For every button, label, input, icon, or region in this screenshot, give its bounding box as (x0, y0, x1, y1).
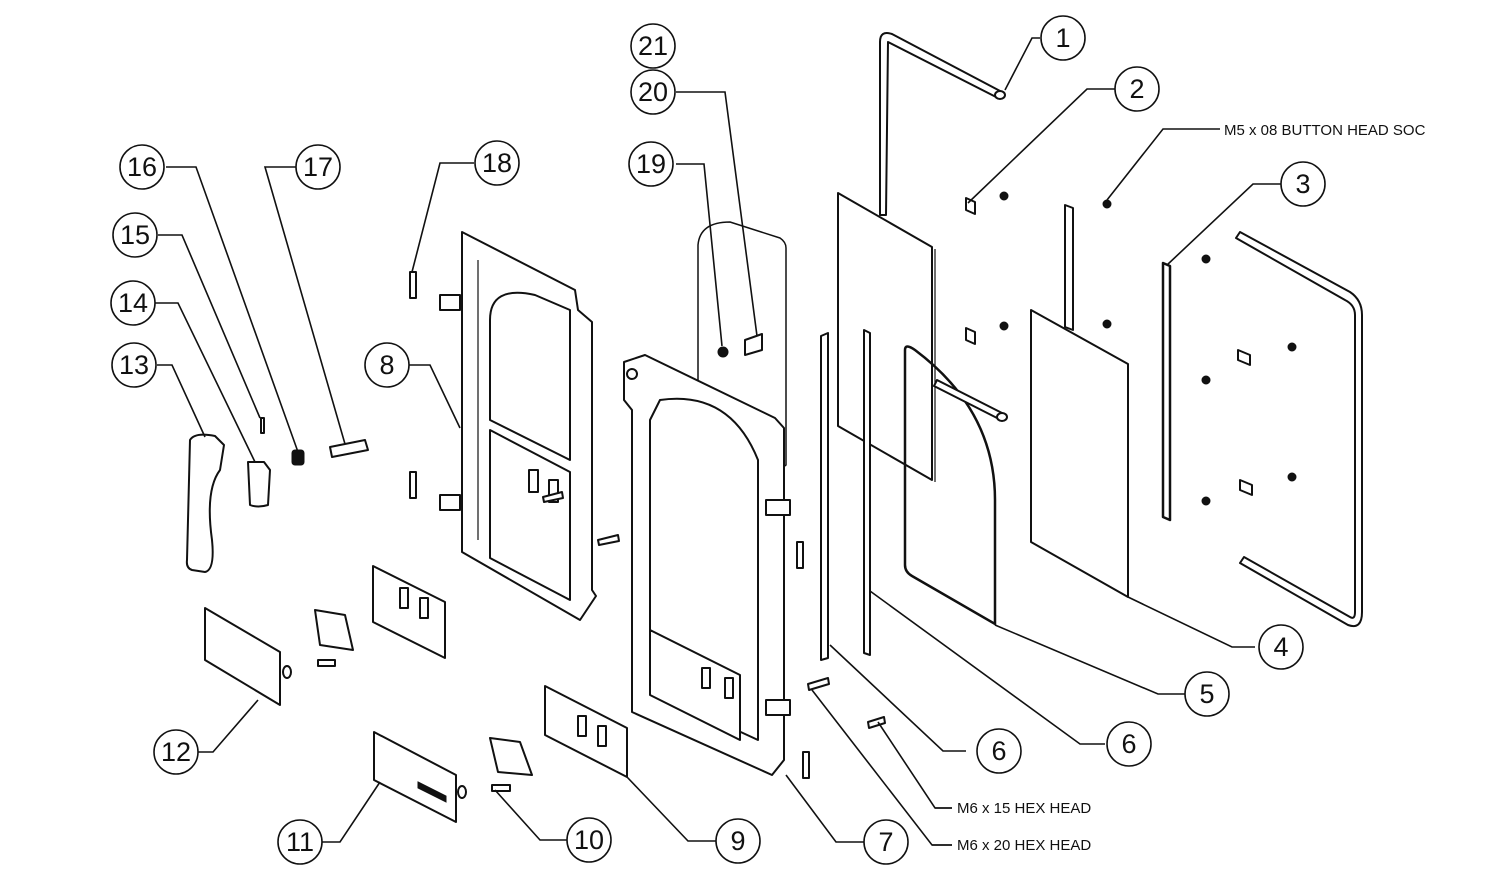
balloon-5: 5 (1184, 671, 1230, 717)
balloon-9: 9 (715, 818, 761, 864)
balloon-14: 14 (110, 280, 156, 326)
svg-text:4: 4 (1273, 632, 1288, 662)
balloon-21: 21 (630, 23, 676, 69)
note-m6x20-hex-head: M6 x 20 HEX HEAD (957, 837, 1091, 854)
balloon-19: 19 (628, 141, 674, 187)
air-control-plate-upper (372, 565, 446, 659)
balloon-20: 20 (630, 69, 676, 115)
balloon-15: 15 (112, 212, 158, 258)
svg-text:10: 10 (574, 825, 604, 855)
spring (291, 449, 305, 466)
balloon-3: 3 (1280, 161, 1326, 207)
handle-pin (329, 439, 369, 458)
svg-text:2: 2 (1129, 74, 1144, 104)
svg-text:13: 13 (119, 350, 149, 380)
svg-text:17: 17 (303, 152, 333, 182)
balloon-17: 17 (295, 144, 341, 190)
handle-latch (247, 461, 271, 508)
svg-text:21: 21 (638, 31, 668, 61)
vertical-strip-center (1064, 204, 1074, 331)
side-strip (1161, 261, 1172, 522)
svg-text:6: 6 (1121, 729, 1136, 759)
balloon-16: 16 (119, 144, 165, 190)
balloon-6a: 6 (976, 728, 1022, 774)
air-slider-upper (314, 609, 354, 667)
balloon-2: 2 (1114, 66, 1160, 112)
rope-seal-top (879, 32, 1006, 216)
svg-text:11: 11 (286, 827, 314, 857)
svg-text:3: 3 (1295, 169, 1310, 199)
svg-text:19: 19 (636, 149, 666, 179)
air-control-cover-branded (373, 731, 467, 823)
rope-seal-outer (1235, 231, 1363, 628)
svg-text:7: 7 (878, 827, 893, 857)
arched-glass-seal (903, 345, 1008, 627)
balloon-10: 10 (566, 817, 612, 863)
door-handle (185, 433, 225, 573)
svg-text:18: 18 (482, 148, 512, 178)
svg-text:5: 5 (1199, 679, 1214, 709)
balloon-4: 4 (1258, 624, 1304, 670)
svg-text:20: 20 (638, 77, 668, 107)
glass-strip-left (820, 332, 829, 661)
svg-text:16: 16 (127, 152, 157, 182)
glass-panel-left (837, 192, 936, 482)
svg-text:6: 6 (991, 736, 1006, 766)
rear-door-frame (439, 231, 597, 621)
balloon-7: 7 (863, 819, 909, 865)
frame-screws (409, 271, 886, 779)
svg-text:12: 12 (161, 737, 191, 767)
balloon-11: 11 (277, 819, 323, 865)
balloon-13: 13 (111, 342, 157, 388)
balloon-8: 8 (364, 342, 410, 388)
note-m5-button-head: M5 x 08 BUTTON HEAD SOC (1224, 122, 1426, 139)
glass-clip-group (965, 191, 1112, 345)
glass-strip-right (863, 329, 871, 656)
air-control-plate (544, 685, 628, 778)
balloon-6b: 6 (1106, 721, 1152, 767)
rear-clips-screws (1201, 254, 1297, 506)
svg-text:15: 15 (120, 220, 150, 250)
air-slider (489, 737, 533, 792)
roll-pin (260, 417, 265, 434)
note-m6x15-hex-head: M6 x 15 HEX HEAD (957, 800, 1091, 817)
air-control-cover (204, 607, 292, 706)
glass-panel-right (1030, 309, 1129, 598)
front-door-frame (623, 354, 791, 776)
balloon-12: 12 (153, 729, 199, 775)
svg-text:14: 14 (118, 288, 148, 318)
nut (717, 346, 729, 358)
balloon-18: 18 (474, 140, 520, 186)
svg-text:9: 9 (730, 826, 745, 856)
svg-text:8: 8 (379, 350, 394, 380)
svg-text:1: 1 (1055, 23, 1070, 53)
balloon-1: 1 (1040, 15, 1086, 61)
